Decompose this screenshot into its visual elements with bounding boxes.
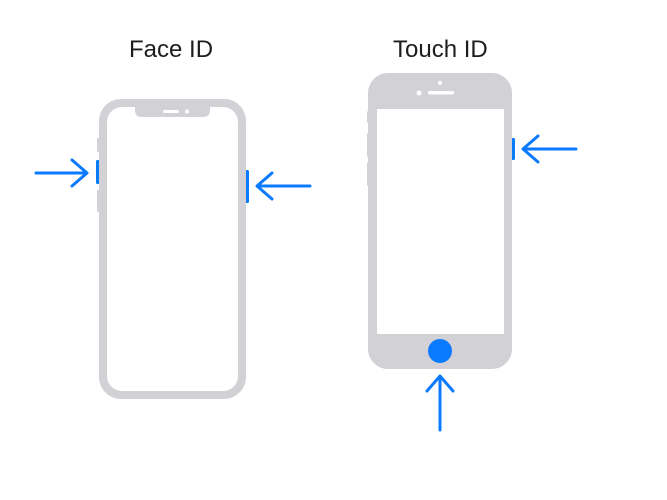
face-id-title: Face ID [129, 36, 214, 63]
arrow-icon [255, 171, 312, 201]
face-id-speaker [163, 110, 179, 113]
home-button-icon [428, 339, 452, 363]
arrow-icon [34, 158, 89, 188]
touch-id-camera [416, 90, 422, 96]
touch-id-speaker [428, 91, 454, 95]
face-id-camera [185, 109, 189, 114]
touch-id-sensor [438, 81, 442, 85]
arrow-icon [521, 134, 578, 164]
face-id-phone [96, 99, 249, 399]
arrow-icon [425, 374, 455, 432]
touch-id-phone [367, 73, 515, 369]
touch-id-screen [377, 109, 504, 334]
touch-id-title: Touch ID [393, 36, 488, 63]
face-id-screen [107, 107, 238, 391]
